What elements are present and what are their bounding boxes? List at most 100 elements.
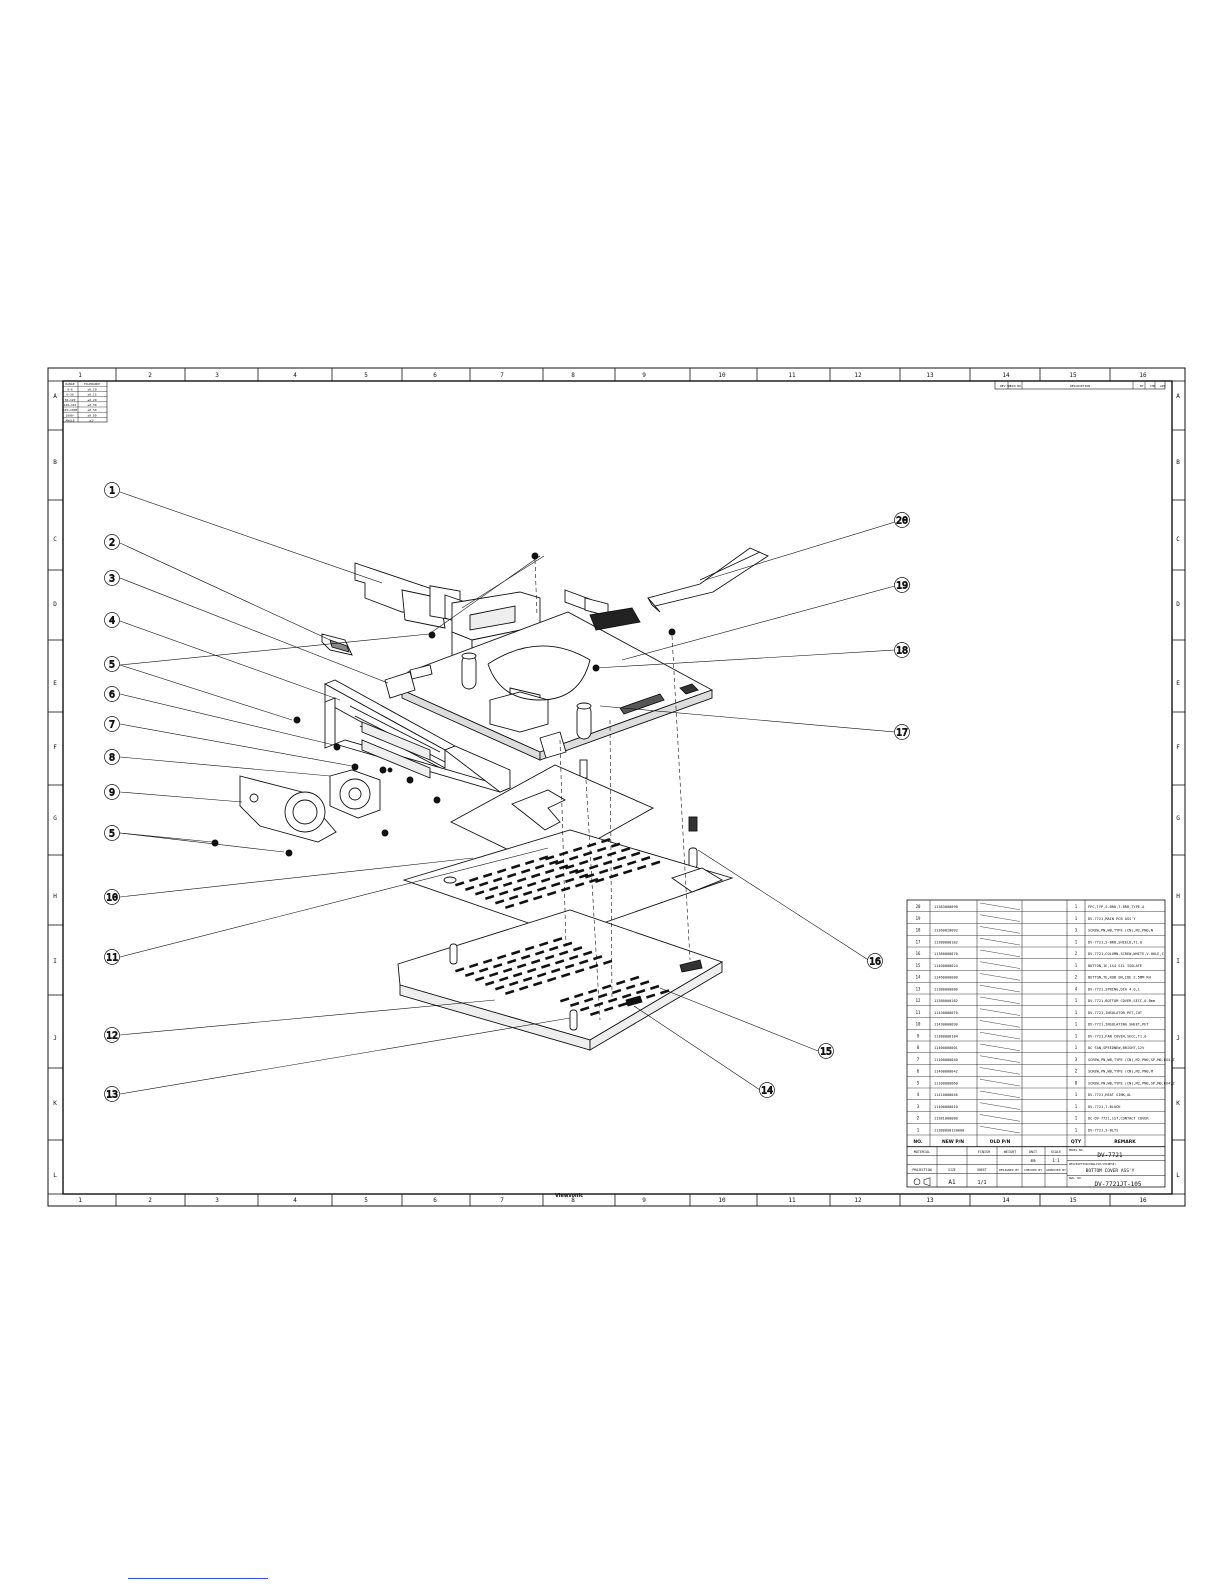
- tolerance-value: ±0.10: [87, 387, 96, 391]
- bom-remark: DV-7721,MAIN PCB ASS'Y: [1088, 917, 1136, 921]
- bom-item-no: 13: [916, 986, 921, 991]
- bom-cell-slash: [979, 985, 1021, 993]
- vent-slot: [565, 864, 575, 870]
- zone-column-label: 5: [364, 372, 368, 379]
- bom-header-no: NO.: [913, 1139, 922, 1145]
- part-bottom-cover: [397, 909, 724, 1051]
- bom-cell-slash: [979, 1043, 1021, 1051]
- zone-row-label: D: [1176, 601, 1180, 608]
- bom-part-number: 11400000024: [934, 964, 958, 968]
- vent-slot: [575, 968, 585, 974]
- zone-column-label: 3: [215, 1197, 219, 1204]
- bom-header-remark: REMARK: [1114, 1139, 1136, 1145]
- bom-qty: 2: [1075, 1069, 1078, 1074]
- bom-frame: [906, 899, 1166, 1148]
- vent-slot: [623, 869, 633, 875]
- bom-qty: 8: [1075, 1080, 1078, 1085]
- zone-column-label: 14: [1002, 1197, 1010, 1204]
- title-designed-label: DESIGNED BY: [999, 1168, 1019, 1172]
- vent-slot: [523, 890, 533, 896]
- title-size-value: A1: [948, 1179, 956, 1186]
- bom-qty: 1: [1075, 1022, 1078, 1027]
- bom-part-number: 11400000010: [934, 1105, 958, 1109]
- vent-slot: [537, 886, 547, 892]
- vent-slot: [563, 941, 573, 947]
- zone-column-label: 14: [1002, 372, 1010, 379]
- zone-column-label: 11: [788, 372, 796, 379]
- bom-header-new-pn: NEW P/N: [942, 1139, 964, 1145]
- vent-slot: [640, 980, 650, 986]
- callout-number: 18: [896, 646, 908, 657]
- bom-qty: 3: [1075, 928, 1078, 933]
- bom-qty: 1: [1075, 1045, 1078, 1050]
- bom-qty: 2: [1075, 975, 1078, 980]
- vent-slot: [475, 890, 485, 896]
- vent-slot: [599, 868, 609, 875]
- vent-slot: [603, 860, 613, 866]
- bom-item-no: 5: [917, 1080, 920, 1085]
- vent-slot: [551, 882, 561, 888]
- bom-cell-slash: [979, 949, 1021, 957]
- bom-part-number: 11400000042: [934, 1070, 958, 1074]
- bom-part-number: 11430000090: [934, 1023, 958, 1027]
- revision-frame: [994, 380, 1166, 390]
- zone-column-label: 5: [364, 1197, 368, 1204]
- zone-column-label: 1: [78, 1197, 82, 1204]
- vent-slot: [505, 903, 515, 909]
- bom-part-number: 11410000046: [934, 1093, 958, 1097]
- callout-number: 16: [869, 957, 881, 968]
- vent-slot: [468, 876, 479, 883]
- zone-column-label: 6: [433, 372, 437, 379]
- vent-slot: [478, 881, 489, 887]
- tolerance-value: ±0.80: [87, 413, 96, 417]
- callout-circle: [104, 534, 120, 550]
- bom-cell-slash: [979, 961, 1021, 969]
- title-projection-label: PROJECTION: [912, 1168, 931, 1172]
- title-sheet-value: 1/1: [977, 1180, 986, 1186]
- vent-slot: [519, 985, 529, 991]
- vent-slot: [589, 963, 599, 970]
- callout-circle: [104, 749, 120, 765]
- vent-slot: [495, 985, 505, 991]
- vent-slot: [525, 945, 535, 951]
- title-approved-label: APPROVED BY: [1046, 1168, 1066, 1172]
- title-description-label: DESCRIPTION(ENGLISH/CHINESE): [1069, 1162, 1116, 1166]
- title-description: BOTTOM COVER ASS'Y: [1086, 1168, 1135, 1174]
- callout-circle: [894, 577, 910, 593]
- zone-column-label: 2: [148, 372, 152, 379]
- bom-remark: DV-7721,SPRING,DIA 4.0,L: [1088, 987, 1140, 991]
- vent-slot: [455, 881, 465, 887]
- vent-slot: [574, 992, 584, 999]
- zone-column-label: 10: [718, 372, 726, 379]
- bom-item-no: 6: [917, 1069, 920, 1074]
- callout-number: 12: [106, 1031, 118, 1042]
- tolerance-value: ±0.15: [87, 393, 96, 397]
- vent-slot: [590, 1010, 600, 1016]
- vent-slot: [597, 846, 607, 853]
- callout-circle: [818, 1043, 834, 1059]
- bom-cell-slash: [979, 973, 1021, 981]
- callout-circle: [894, 642, 910, 658]
- revision-header: CHK: [1150, 384, 1156, 388]
- bom-qty: 1: [1075, 904, 1078, 909]
- title-model-no: DV-7721: [1097, 1152, 1123, 1159]
- bom-part-number: 11380000182: [934, 940, 958, 944]
- vent-slot: [545, 954, 555, 960]
- bom-part-number: 11380000120000: [934, 1128, 964, 1132]
- bom-qty: 1: [1075, 1116, 1078, 1121]
- vent-slot: [531, 959, 541, 965]
- callout-circle: [104, 570, 120, 586]
- tolerance-range: RANGE: [65, 382, 74, 386]
- vent-slot: [583, 950, 593, 956]
- zone-column-label: 12: [854, 1197, 862, 1204]
- vent-slot: [548, 945, 559, 952]
- vent-slot: [465, 971, 475, 977]
- zone-row-label: K: [53, 1100, 57, 1107]
- callout-circle: [104, 1086, 120, 1102]
- revision-header: DESCRIPTION: [1070, 384, 1090, 388]
- bom-remark: DV-7721,BOTTOM COVER,SECC,0.8mm: [1088, 999, 1155, 1003]
- vent-slot: [533, 981, 543, 987]
- vent-slot: [465, 885, 475, 891]
